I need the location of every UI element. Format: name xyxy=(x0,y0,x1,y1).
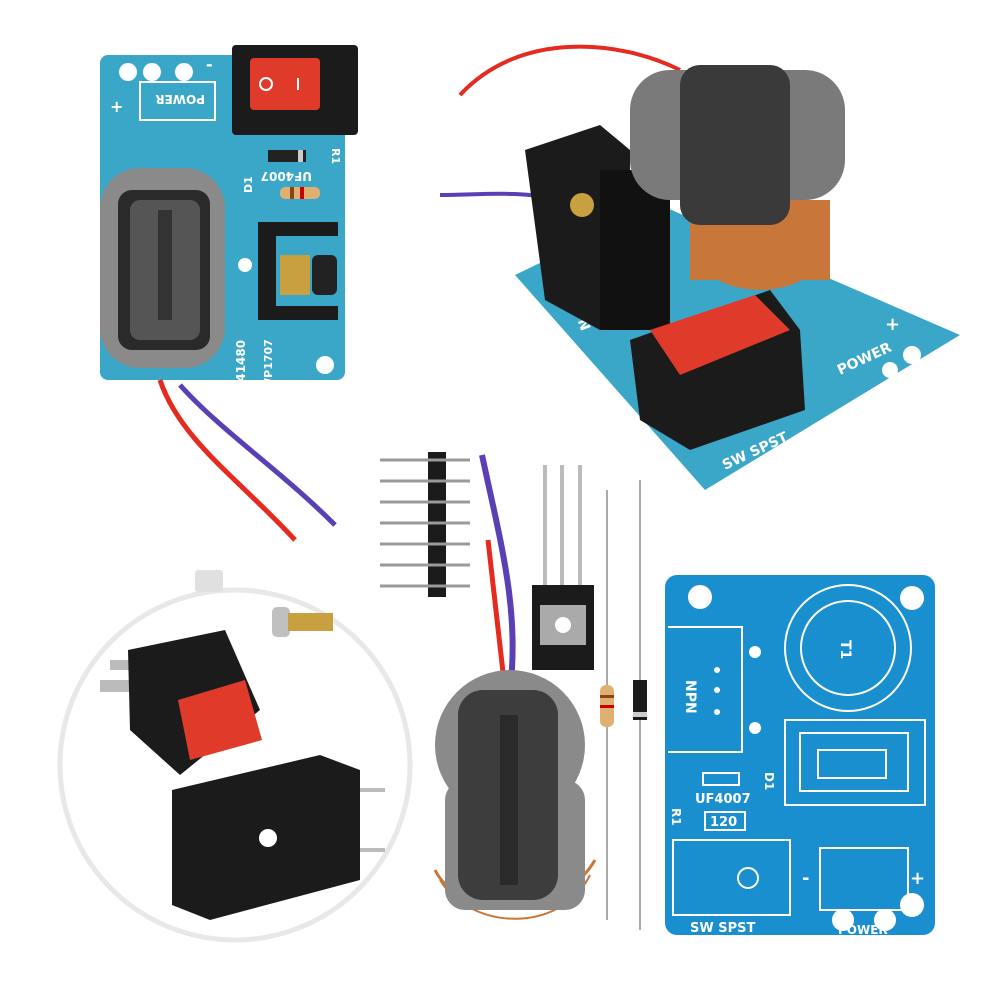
npn-transistor xyxy=(532,465,594,670)
cable-tie xyxy=(57,570,413,943)
d1-label: D1 xyxy=(242,176,255,193)
r1-label: R1 xyxy=(669,808,683,826)
red-wire xyxy=(157,379,297,542)
t1-label: T1 xyxy=(837,640,853,659)
sw-spst-label: SW SPST xyxy=(690,921,755,936)
plus-label: + xyxy=(885,314,900,335)
loose-rocker-switch xyxy=(100,630,262,775)
plus-label: + xyxy=(110,97,123,116)
power-label: POWER xyxy=(838,923,888,937)
resistor-component xyxy=(600,490,614,920)
screw xyxy=(272,607,333,637)
rocker-switch xyxy=(630,290,805,450)
uf4007-label: UF4007 xyxy=(695,792,751,807)
diode xyxy=(268,150,306,162)
power-label: POWER xyxy=(155,92,205,106)
diode-component xyxy=(633,480,647,930)
minus-label: - xyxy=(802,868,809,889)
purple-wire xyxy=(178,383,337,527)
assembled-board-flat: POWER + - UF4007 R1 D1 xyxy=(100,45,358,542)
loose-transformer-coil xyxy=(433,670,597,920)
resistor xyxy=(280,187,320,199)
assembled-board-angled: NPN R1 POWER SW SPST + xyxy=(439,44,960,490)
diode-label: UF4007 xyxy=(261,169,312,183)
npn-label: NPN xyxy=(682,680,698,714)
loose-heatsink xyxy=(172,755,385,920)
plus-label: + xyxy=(910,868,925,889)
code-label-2: WP1707 xyxy=(262,339,275,390)
minus-label: - xyxy=(206,55,213,74)
r1-label: R1 xyxy=(329,148,342,164)
d1-label: D1 xyxy=(762,772,776,790)
transformer-coil xyxy=(630,65,845,290)
heatsink xyxy=(258,222,338,320)
transformer-coil xyxy=(100,168,225,368)
purple-wire xyxy=(479,454,516,691)
red-wire xyxy=(458,44,681,97)
rocker-switch xyxy=(232,45,358,135)
bare-pcb: NPN T1 UF4007 D1 R1 120 SW SPST POWER + … xyxy=(665,575,935,937)
code-label-1: 141480 xyxy=(234,340,248,390)
resistor-value-label: 120 xyxy=(710,815,737,830)
pin-header xyxy=(380,452,470,597)
